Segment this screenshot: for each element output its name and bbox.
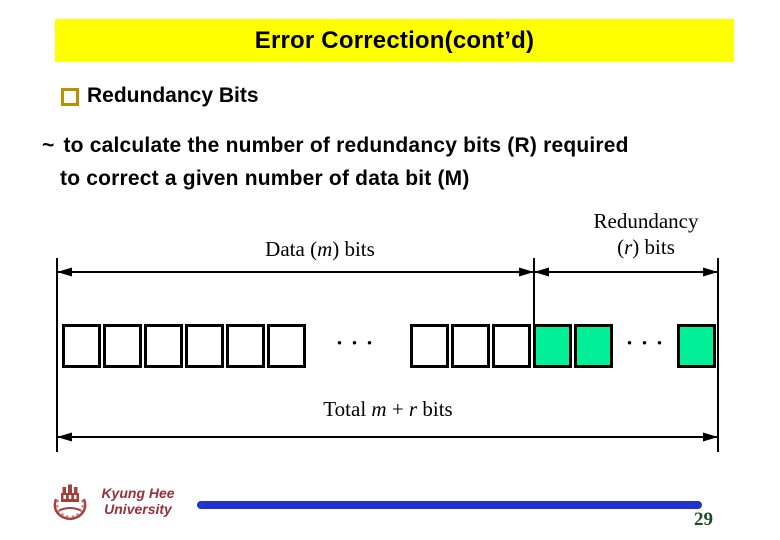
bullet-heading: Redundancy Bits: [87, 84, 259, 107]
arrowhead-icon: [703, 267, 718, 277]
boundary-lines: [56, 258, 719, 452]
data-bit-box-group: [62, 324, 306, 368]
university-logo: [47, 480, 93, 529]
body-line-2: to correct a given number of data bit (M…: [60, 167, 470, 190]
arrowhead-icon: [57, 267, 72, 277]
footer-rule: [197, 501, 702, 509]
redundancy-label-suffix: ) bits: [632, 235, 675, 259]
data-bit-box: [492, 324, 531, 368]
arrowhead-icon: [703, 432, 718, 442]
institution-line1: Kyung Hee: [101, 485, 175, 501]
arrowhead-icon: [57, 432, 72, 442]
data-bit-box: [103, 324, 142, 368]
tilde-marker: ~: [42, 134, 55, 157]
institution-line2: University: [104, 501, 172, 517]
crest-icon: [53, 484, 87, 521]
data-bit-box: [267, 324, 306, 368]
ellipsis-dots: • • •: [336, 336, 376, 352]
redundancy-label-line1: Redundancy: [593, 209, 699, 233]
redundancy-bit-box: [677, 324, 716, 368]
data-bit-box: [410, 324, 449, 368]
total-label-var-m: m: [371, 397, 387, 421]
ellipsis-dots: • • •: [626, 336, 666, 352]
data-bit-box: [451, 324, 490, 368]
data-bit-box: [185, 324, 224, 368]
institution-name: Kyung Hee University: [96, 485, 180, 517]
data-label-var: m: [317, 237, 333, 261]
body-text-1: to calculate the number of redundancy bi…: [63, 134, 629, 157]
square-bullet-icon: [61, 88, 79, 106]
total-label-prefix: Total: [323, 397, 372, 421]
redundancy-bit-box: [574, 324, 613, 368]
body-line-1: ~ to calculate the number of redundancy b…: [42, 134, 629, 158]
data-bit-box: [62, 324, 101, 368]
redundancy-bit-box-group: [677, 324, 716, 368]
total-bits-label: Total m + r bits: [238, 397, 538, 422]
data-label-prefix: Data (: [265, 237, 318, 261]
page-title: Error Correction(cont’d): [254, 26, 535, 54]
mixed-bit-box-group: [410, 324, 613, 368]
arrowhead-icon: [519, 267, 534, 277]
redundancy-label-line2: (r) bits: [576, 234, 716, 260]
redundancy-label-var: r: [624, 235, 633, 259]
total-label-var-r: r: [408, 397, 418, 421]
arrowhead-icon: [534, 267, 549, 277]
arrowheads: [57, 267, 718, 442]
data-bit-box: [144, 324, 183, 368]
bullet-heading-row: Redundancy Bits: [61, 84, 259, 108]
total-label-suffix: bits: [417, 397, 453, 421]
redundancy-bits-label: Redundancy (r) bits: [576, 208, 716, 260]
redundancy-bit-box: [533, 324, 572, 368]
title-banner: Error Correction(cont’d): [55, 19, 734, 62]
page-number: 29: [694, 509, 713, 530]
total-label-mid: +: [386, 397, 409, 421]
data-bits-label: Data (m) bits: [230, 237, 410, 262]
data-bit-box: [226, 324, 265, 368]
redundancy-label-prefix: (: [617, 235, 625, 259]
data-label-suffix: ) bits: [332, 237, 375, 261]
